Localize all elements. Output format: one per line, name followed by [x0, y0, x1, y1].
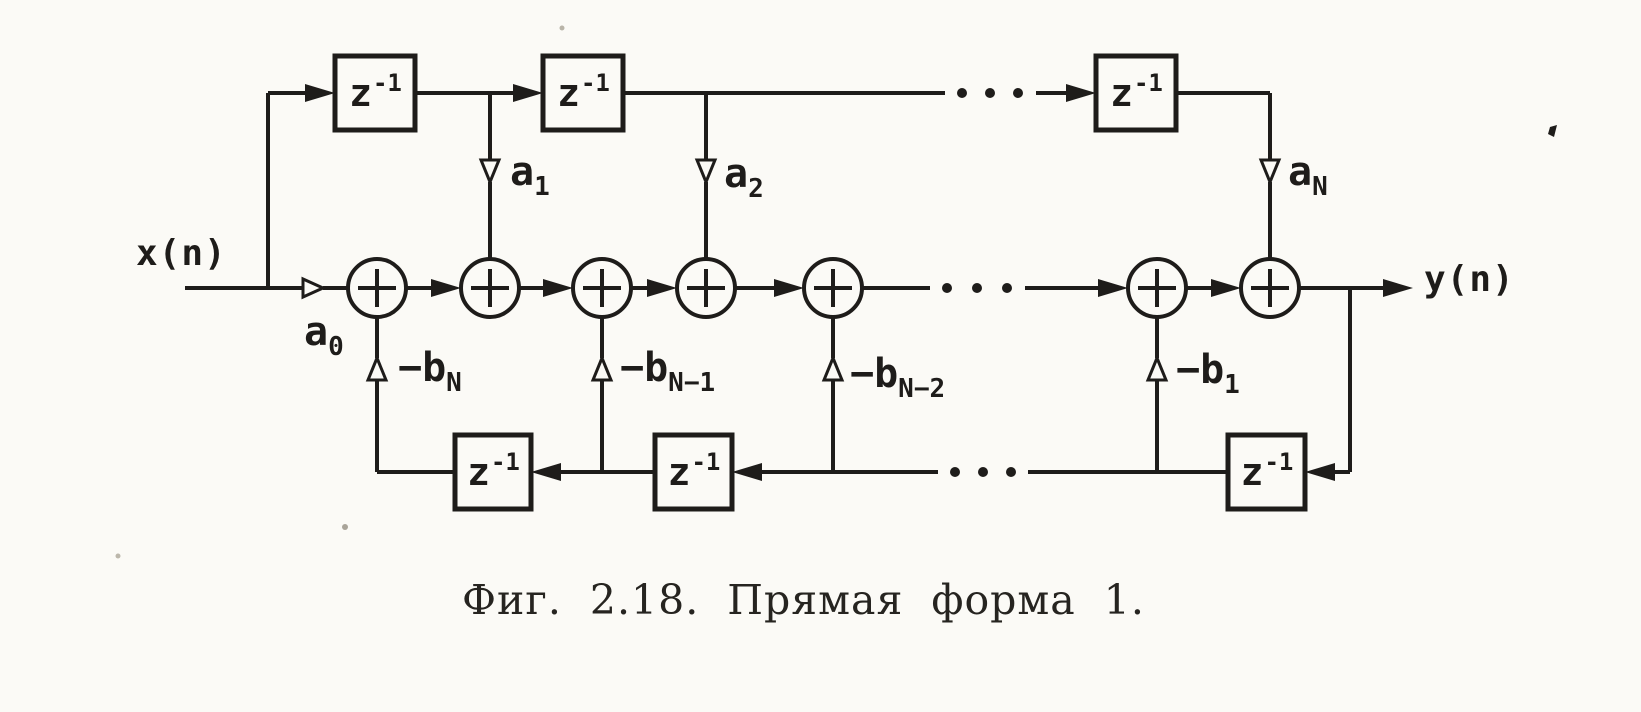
gain-a1-triangle [478, 158, 502, 186]
delay-block-label: z-1 [1228, 435, 1305, 509]
arrowhead-left [531, 463, 561, 481]
speck [1548, 125, 1557, 137]
feedforward-taps [478, 93, 1282, 259]
delay-base: z [1110, 71, 1133, 115]
arrowhead [1383, 279, 1413, 297]
summer-row [346, 257, 1301, 319]
coefficient-label-bN2: −bN−2 [850, 354, 945, 402]
coef-base: a [724, 151, 749, 197]
input-signal-label: x(n) [136, 233, 227, 274]
delay-block-label: z-1 [655, 435, 732, 509]
arrowhead [513, 84, 543, 102]
scan-specks [115, 25, 1557, 559]
coef-sub: 2 [748, 174, 764, 204]
coefficient-label-a0: a0 [304, 312, 344, 360]
coef-base: a [510, 149, 535, 195]
figure-caption: Фиг. 2.18. Прямая форма 1. [462, 576, 1145, 624]
arrowhead [431, 279, 461, 297]
coef-base: −b [1176, 347, 1225, 393]
coef-sub: N−2 [898, 374, 946, 404]
output-signal-label: y(n) [1424, 259, 1515, 300]
delay-block-label: z-1 [455, 435, 531, 509]
arrowhead [1098, 279, 1128, 297]
coef-sub: 0 [328, 332, 344, 362]
delay-base: z [467, 450, 490, 494]
coefficient-label-bN1: −bN−1 [620, 348, 715, 396]
summer-connectors [406, 279, 1241, 297]
feedback-taps [365, 317, 1169, 472]
feedback-delay-row [377, 432, 1350, 512]
coefficient-label-a1: a1 [510, 152, 550, 200]
ellipsis-dots-top [957, 88, 1023, 98]
coef-base: −b [620, 345, 669, 391]
delay-sup: -1 [1264, 448, 1294, 476]
plus-icon [358, 269, 1289, 307]
output-path [1299, 279, 1413, 472]
delay-base: z [557, 71, 580, 115]
ellipsis-dots-bottom [950, 467, 1016, 477]
delay-sup: -1 [691, 448, 721, 476]
gain-aN-triangle [1258, 158, 1282, 186]
coef-base: −b [398, 345, 447, 391]
coef-base: −b [850, 351, 899, 397]
delay-sup: -1 [372, 69, 402, 97]
arrowhead [647, 279, 677, 297]
gain-bN-triangle [365, 354, 389, 382]
arrowhead [305, 84, 335, 102]
coef-sub: 1 [534, 172, 550, 202]
delay-block-label: z-1 [1096, 56, 1176, 130]
input-path [185, 93, 348, 300]
arrowhead [543, 279, 573, 297]
delay-block-label: z-1 [335, 56, 415, 130]
coef-base: a [304, 309, 329, 355]
coefficient-label-aN: aN [1288, 152, 1328, 200]
gain-a0-triangle [301, 276, 327, 300]
coef-sub: N−1 [668, 368, 716, 398]
coefficient-label-bN: −bN [398, 348, 462, 396]
arrowhead [774, 279, 804, 297]
coefficient-label-b1: −b1 [1176, 350, 1240, 398]
coef-sub: N [446, 368, 462, 398]
speck [342, 524, 348, 530]
arrowhead-left [1305, 463, 1335, 481]
delay-base: z [667, 450, 691, 494]
arrowhead [1066, 84, 1096, 102]
top-delay-row [268, 53, 1270, 133]
delay-sup: -1 [580, 69, 610, 97]
coefficient-label-a2: a2 [724, 154, 764, 202]
coef-base: a [1288, 149, 1313, 195]
gain-a2-triangle [694, 158, 718, 186]
ellipsis-dots-middle [942, 283, 1012, 293]
gain-bN1-triangle [590, 354, 614, 382]
coef-sub: 1 [1224, 370, 1240, 400]
gain-b1-triangle [1145, 354, 1169, 382]
delay-block-label: z-1 [543, 56, 623, 130]
delay-sup: -1 [490, 448, 520, 476]
coef-sub: N [1312, 172, 1328, 202]
gain-bN2-triangle [821, 354, 845, 382]
delay-sup: -1 [1133, 69, 1163, 97]
speck [559, 25, 565, 31]
delay-base: z [349, 71, 372, 115]
delay-base: z [1240, 450, 1264, 494]
arrowhead-left [732, 463, 762, 481]
arrowhead [1211, 279, 1241, 297]
speck [115, 553, 121, 559]
